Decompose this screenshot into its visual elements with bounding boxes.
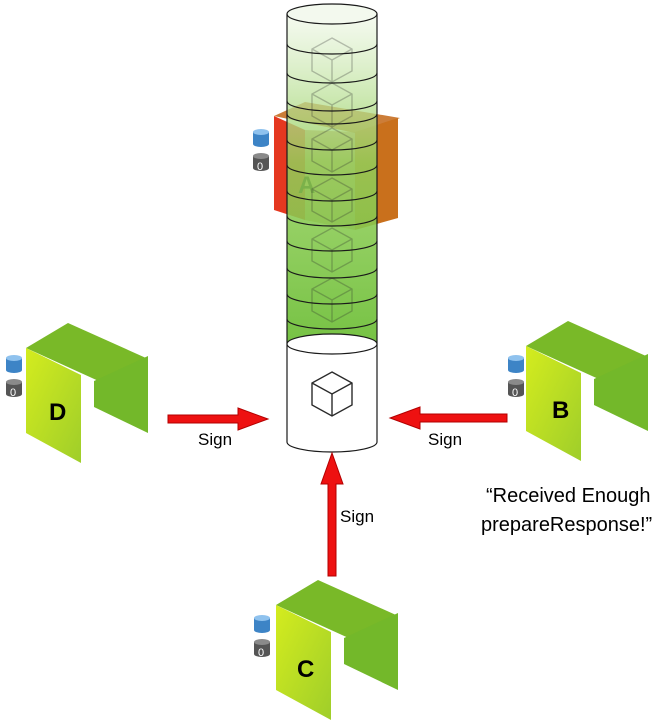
arrow-d-to-block: [167, 407, 270, 431]
quote-line-2: prepareResponse!”: [481, 514, 652, 536]
sign-label-left: Sign: [198, 430, 232, 449]
sign-label-bottom: Sign: [340, 507, 374, 526]
node-c-counter: 0: [258, 647, 264, 659]
node-d-db-icon: 0: [6, 355, 22, 399]
node-b-letter: B: [552, 397, 569, 424]
node-c: C 0: [254, 580, 398, 720]
node-d-letter: D: [49, 399, 66, 426]
sign-label-right: Sign: [428, 430, 462, 449]
node-b: B 0: [508, 321, 648, 461]
node-c-letter: C: [297, 656, 314, 683]
node-d: D 0: [6, 323, 148, 463]
node-d-counter: 0: [10, 387, 16, 399]
arrow-b-to-block: [388, 406, 508, 430]
node-b-db-icon: 0: [508, 355, 524, 399]
quote-line-1: “Received Enough: [486, 485, 651, 507]
arrow-c-to-block: [320, 451, 344, 577]
node-c-db-icon: 0: [254, 615, 270, 659]
blockchain-tower: [286, 3, 378, 453]
node-b-counter: 0: [512, 387, 518, 399]
node-a-db-icon: 0: [253, 129, 269, 173]
node-a-counter: 0: [257, 161, 263, 173]
current-block: [286, 333, 378, 453]
